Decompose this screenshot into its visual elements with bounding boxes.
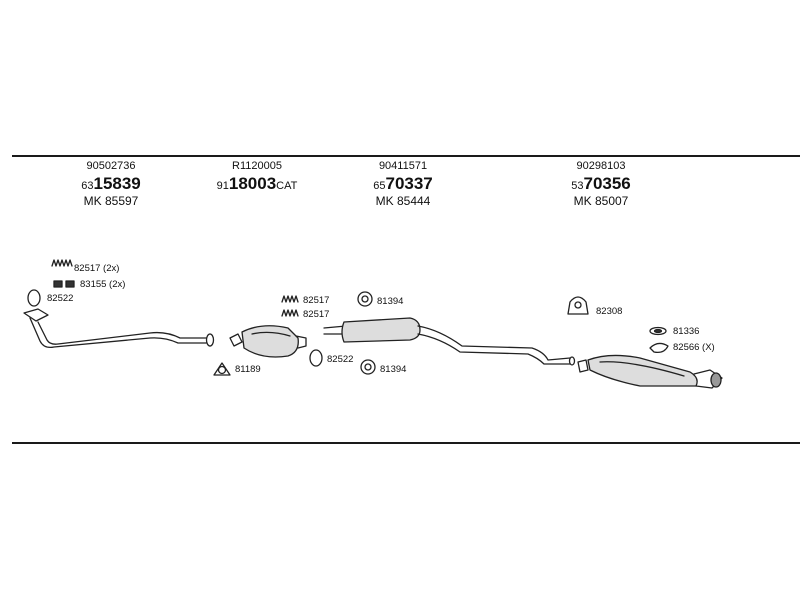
clamp-icon: [357, 291, 373, 307]
bottom-divider: [12, 442, 800, 444]
rubber-mount-icon: [649, 326, 667, 336]
part-label-82517: 82517: [303, 295, 330, 306]
part-number: 6315839: [81, 174, 141, 193]
part-label-82517: 82517: [303, 309, 330, 320]
header-front-pipe: 90502736 6315839 MK 85597: [36, 160, 186, 208]
oem-number: 90502736: [86, 160, 136, 172]
part-label-82517-2x: 82517 (2x): [74, 263, 120, 274]
part-label-82522: 82522: [327, 354, 354, 365]
mk-number: MK 85007: [573, 194, 629, 208]
bolt-icon: [51, 259, 73, 267]
oem-number: R1120005: [232, 160, 282, 172]
oem-number: 90411571: [378, 160, 428, 172]
part-label-83155-2x: 83155 (2x): [80, 279, 126, 290]
nut-icon: [53, 280, 75, 288]
header-rear-silencer: 90298103 5370356 MK 85007: [526, 160, 676, 208]
top-divider: [12, 155, 800, 157]
header-middle-silencer: 90411571 6570337 MK 85444: [328, 160, 478, 208]
flange-gasket-icon: [213, 362, 231, 376]
part-label-82522: 82522: [47, 293, 74, 304]
oem-number: 90298103: [576, 160, 626, 172]
ring-icon: [649, 342, 669, 354]
middle-silencer-part: [323, 317, 576, 366]
clamp-icon: [360, 359, 376, 375]
header-catalyst: R1120005 9118003CAT: [182, 161, 332, 195]
u-clamp-icon: [567, 296, 589, 315]
part-label-81394: 81394: [377, 296, 404, 307]
gasket-icon: [309, 349, 323, 367]
part-number: 5370356: [571, 174, 631, 193]
gasket-icon: [27, 289, 41, 307]
part-label-81189: 81189: [235, 364, 261, 375]
part-label-81336: 81336: [673, 326, 700, 337]
part-label-81394: 81394: [380, 364, 407, 375]
catalytic-converter-part: [229, 325, 307, 358]
mk-number: MK 85597: [83, 194, 139, 208]
part-number: 6570337: [373, 174, 433, 193]
part-label-82308: 82308: [596, 306, 623, 317]
part-number: 9118003CAT: [216, 174, 298, 193]
part-label-82566: 82566 (X): [673, 342, 715, 353]
front-pipe-part: [23, 308, 215, 349]
rear-silencer-part: [577, 354, 723, 389]
bolt-icon: [281, 295, 299, 317]
mk-number: MK 85444: [375, 194, 431, 208]
